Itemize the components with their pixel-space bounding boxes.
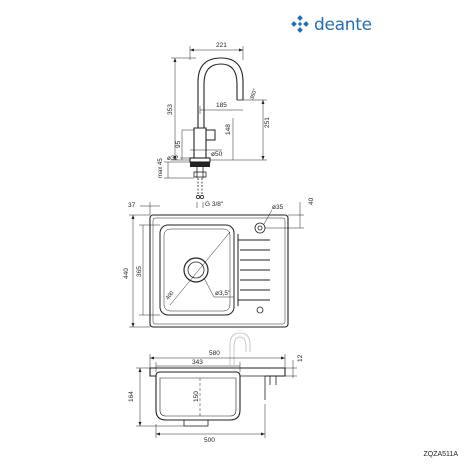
dim-bowl-depth: 365: [136, 266, 143, 277]
dim-flange: 12: [297, 354, 304, 362]
faucet-outline: [189, 57, 244, 199]
dim-sink-height: 164: [128, 391, 135, 402]
dim-sink-width: 580: [209, 350, 220, 357]
drainboard-ribs: [237, 234, 270, 306]
dim-tap-hole: ø35: [272, 204, 284, 211]
dim-faucet-height: 353: [167, 104, 174, 115]
brand-name: deante: [314, 15, 372, 35]
faucet-dimension-lines: [164, 46, 267, 208]
dim-base-width: 500: [204, 437, 215, 444]
product-code: ZQZA511A: [423, 451, 459, 458]
dim-bowl-height: 150: [193, 391, 200, 402]
dim-bowl-width: 343: [192, 359, 203, 366]
dim-spout-height: 251: [264, 117, 271, 128]
dim-hole-dia: ø32: [167, 155, 179, 162]
dimension-arrowheads: [131, 48, 285, 436]
brand-logo: deante: [290, 14, 372, 36]
dim-edge-offset: 37: [128, 202, 136, 209]
dim-drain: ø3,5": [215, 290, 231, 297]
dim-rotation: 360°: [249, 88, 259, 101]
dim-faucet-width: 221: [216, 42, 227, 49]
sink-top-dimension-lines: [129, 202, 304, 328]
dim-tap-offset: 40: [308, 197, 315, 205]
sink-top-outline: [149, 214, 289, 328]
dim-thread: G 3/8": [205, 201, 224, 208]
dim-base-height: 95: [175, 140, 182, 148]
deante-logo-icon: [291, 15, 309, 33]
sink-front-section: [149, 367, 286, 427]
dim-spout-reach: 185: [216, 102, 227, 109]
faucet-ghost-outline: [229, 332, 251, 365]
dim-max-plate: max 45: [158, 158, 164, 178]
sink-front-dimension-lines: [136, 354, 297, 438]
dim-body-height: 148: [225, 124, 232, 135]
dimension-labels: 221 353 185 251 148 360° 95 ø50 ø32 max …: [123, 42, 315, 444]
dim-sink-depth: 440: [123, 268, 130, 279]
dim-bowl-diag: 400: [165, 290, 176, 301]
dim-base-dia: ø50: [211, 151, 223, 158]
